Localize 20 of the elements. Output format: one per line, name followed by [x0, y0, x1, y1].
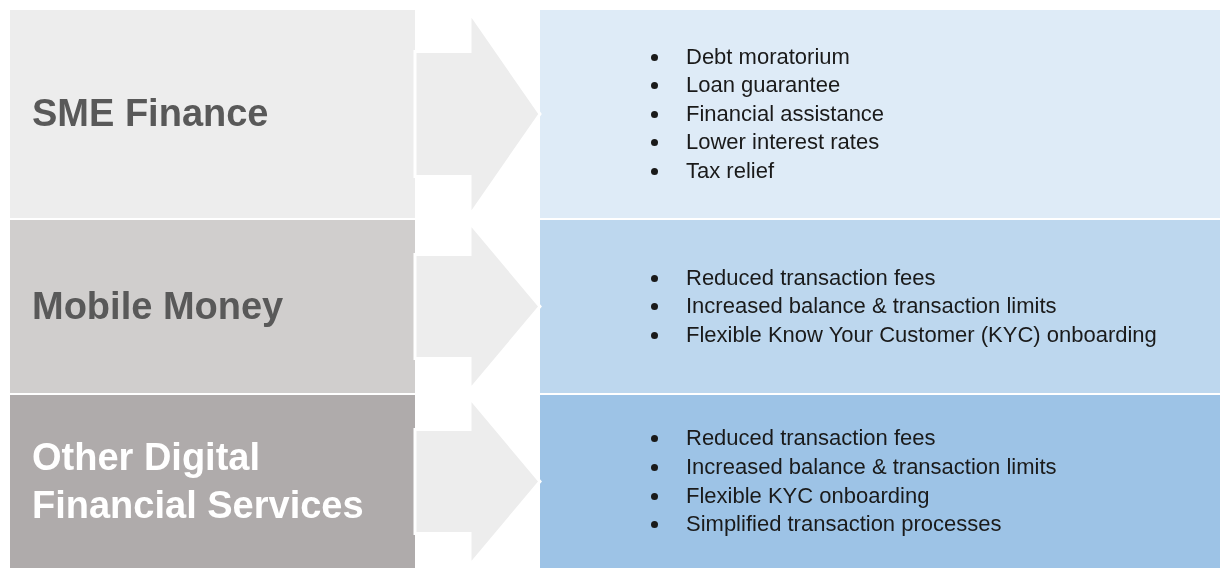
- bullet-item: Simplified transaction processes: [686, 510, 1002, 539]
- category-title: SME Finance: [32, 91, 270, 137]
- bullet-item: Flexible KYC onboarding: [686, 481, 930, 510]
- category-title: Other Digital Financial Services: [32, 435, 365, 528]
- benefit-panel: [540, 395, 1220, 568]
- bullet-item: Financial assistance: [686, 99, 885, 128]
- bullet-item: Loan guarantee: [686, 71, 841, 100]
- benefit-panel: [540, 220, 1220, 393]
- benefit-panel: [540, 10, 1220, 218]
- category-title: Mobile Money: [32, 283, 285, 329]
- bullet-item: Increased balance & transaction limits: [686, 292, 1057, 321]
- bullet-item: Reduced transaction fees: [686, 263, 936, 292]
- bullet-item: Tax relief: [686, 156, 775, 185]
- category-box: [10, 395, 415, 568]
- category-box: [10, 220, 415, 393]
- bullet-item: Flexible Know Your Customer (KYC) onboarding: [686, 320, 1157, 349]
- bullet-item: Debt moratorium: [686, 42, 850, 71]
- bullet-item: Lower interest rates: [686, 128, 880, 157]
- bullet-item: Reduced transaction fees: [686, 424, 936, 453]
- bullet-item: Increased balance & transaction limits: [686, 452, 1057, 481]
